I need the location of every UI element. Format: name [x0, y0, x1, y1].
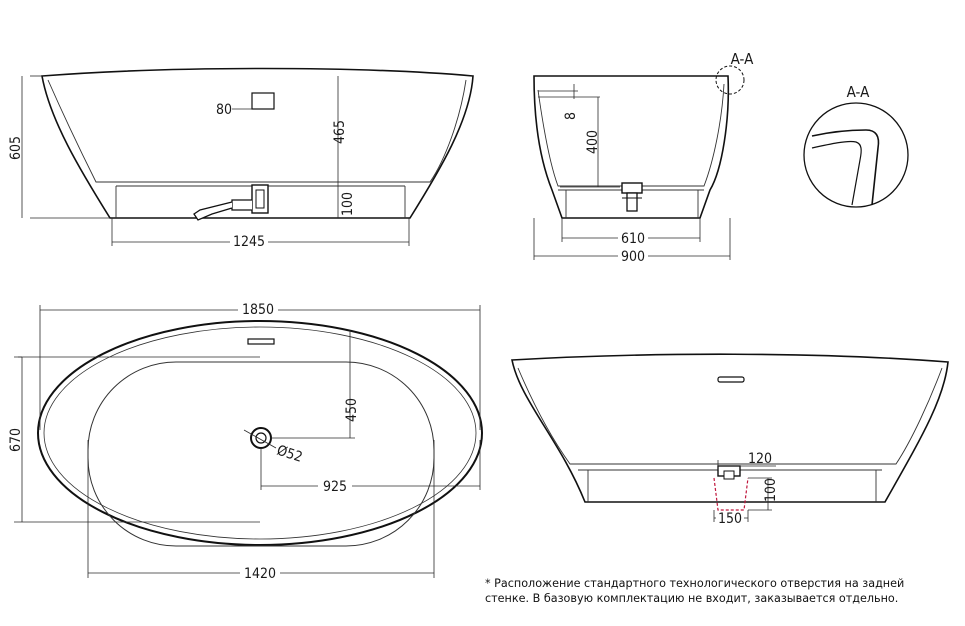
hole-width-label: 120 — [748, 451, 772, 467]
front-view: 605 465 100 80 1245 — [8, 67, 474, 250]
footnote-line-2: стенке. В базовую комплектацию не входит… — [485, 591, 899, 605]
top-view: 1850 670 450 Ø52 925 1420 — [8, 302, 483, 582]
section-marker: A-A — [731, 50, 754, 68]
top-inner-length-label: 1420 — [244, 566, 276, 582]
front-base-label: 100 — [340, 192, 356, 216]
front-depth-label: 465 — [332, 120, 348, 144]
hole-height-label: 100 — [763, 478, 779, 502]
back-drain-icon — [717, 465, 741, 480]
side-width-label: 900 — [621, 249, 645, 265]
drain-position-label: 925 — [323, 479, 347, 495]
back-view: 120 100 150 — [511, 353, 949, 527]
drain-diameter-label: Ø52 — [275, 443, 305, 466]
drain-offset-label: 450 — [344, 398, 360, 422]
detail-view: A-A — [803, 83, 909, 208]
side-depth-label: 400 — [585, 130, 601, 154]
top-length-label: 1850 — [242, 302, 274, 318]
top-width-label: 670 — [8, 428, 24, 452]
overflow-icon — [251, 92, 275, 110]
footnote: * Расположение стандартного технологичес… — [485, 577, 955, 606]
drain-top-icon — [250, 427, 272, 449]
siphon-icon — [193, 184, 269, 221]
overflow-slot-icon — [247, 338, 275, 345]
section-circle — [715, 65, 745, 95]
front-width-label: 1245 — [233, 234, 265, 250]
overflow-offset-label: 80 — [216, 102, 232, 118]
side-base-width-label: 610 — [621, 231, 645, 247]
front-height-label: 605 — [8, 136, 24, 160]
hole-base-label: 150 — [718, 511, 742, 527]
detail-title: A-A — [847, 83, 870, 101]
side-view: A-A 8 400 610 900 — [533, 50, 754, 265]
side-rim-label: 8 — [563, 112, 579, 120]
footnote-line-1: * Расположение стандартного технологичес… — [485, 577, 905, 590]
drain-icon — [621, 182, 643, 212]
back-overflow-icon — [717, 376, 745, 383]
